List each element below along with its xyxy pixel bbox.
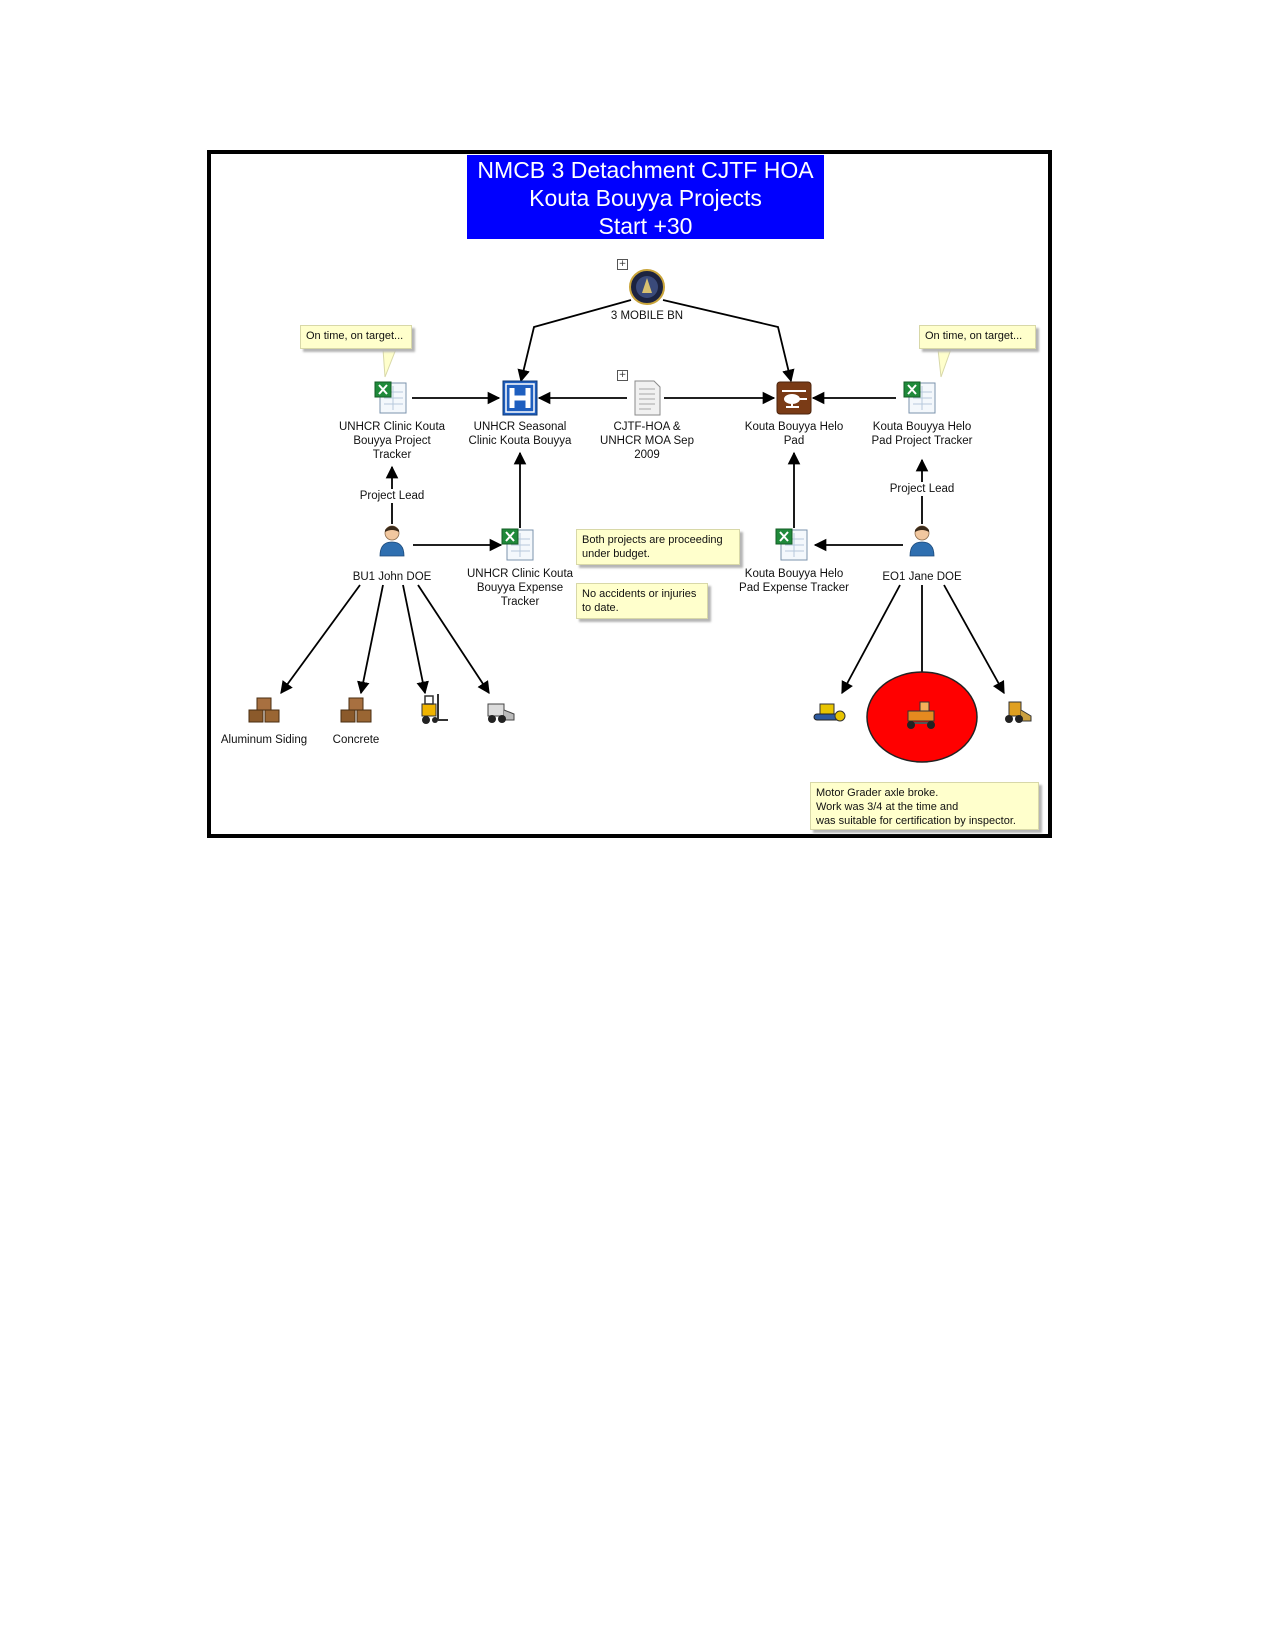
title-line-2: Kouta Bouyya Projects (529, 185, 762, 211)
edge-john-to-skidsteer (417, 584, 490, 695)
edge-bn-to-helo (662, 299, 795, 383)
jane-person-icon (909, 525, 935, 557)
helicopter-icon (776, 381, 812, 415)
callout-right: On time, on target... (919, 325, 1036, 349)
note-safety: No accidents or injuries to date. (576, 583, 708, 619)
label-line: Kouta Bouyya Helo (744, 568, 844, 580)
label-line: Pad Project Tracker (871, 435, 973, 447)
node-label-aluminum: Aluminum Siding (220, 734, 308, 746)
callout-tail-left (382, 348, 397, 378)
expand-toggle-bn[interactable]: + (617, 259, 628, 270)
label-line: CJTF-HOA & (613, 421, 681, 433)
diagram-title: NMCB 3 Detachment CJTF HOA Kouta Bouyya … (467, 155, 824, 239)
label-line: Kouta Bouyya Helo (744, 421, 844, 433)
node-label-helo-tracker: Kouta Bouyya Helo Pad Project Tracker (872, 420, 973, 448)
hospital-icon (502, 380, 538, 416)
edge-jane-to-loader (943, 584, 1005, 695)
node-label-clinic-tracker: UNHCR Clinic Kouta Bouyya Project Tracke… (339, 420, 445, 462)
label-line: Pad (783, 435, 805, 447)
node-label-helo-pad: Kouta Bouyya Helo Pad (745, 420, 843, 448)
edge-john-to-forklift (402, 584, 429, 695)
label-line: UNHCR MOA Sep (600, 435, 694, 447)
loader-icon (1005, 701, 1032, 723)
edge-john-to-aluminum (280, 584, 361, 695)
unit-seal-icon (629, 269, 665, 305)
note-line: under budget. (582, 548, 650, 560)
note-grader: Motor Grader axle broke. Work was 3/4 at… (810, 782, 1039, 830)
label-line: Tracker (372, 449, 412, 461)
note-line: was suitable for certification by inspec… (816, 815, 1016, 827)
label-line: Kouta Bouyya Helo (872, 421, 972, 433)
helo-tracker-icon (903, 381, 936, 414)
edge-john-to-concrete (357, 584, 384, 695)
label-line: UNHCR Clinic Kouta (338, 421, 446, 433)
aluminum-boxes-icon (248, 697, 280, 723)
note-budget: Both projects are proceeding under budge… (576, 529, 740, 565)
node-label-clinic: UNHCR Seasonal Clinic Kouta Bouyya (469, 420, 572, 448)
helo-expense-icon (775, 528, 808, 561)
label-line: UNHCR Seasonal (473, 421, 567, 433)
roller-icon (813, 703, 846, 722)
clinic-expense-icon (501, 528, 534, 561)
document-icon (634, 380, 661, 416)
node-label-jane: EO1 Jane DOE (882, 571, 962, 583)
john-person-icon (379, 525, 405, 557)
note-line: to date. (582, 602, 619, 614)
note-line: Work was 3/4 at the time and (816, 801, 959, 813)
skid-steer-icon (487, 703, 515, 723)
node-label-mobile-bn: 3 MOBILE BN (610, 310, 684, 322)
connectors (280, 299, 1005, 695)
edge-jane-to-roller (841, 584, 901, 695)
title-line-3: Start +30 (598, 213, 693, 239)
motor-grader-icon (907, 701, 935, 729)
clinic-tracker-icon (374, 381, 407, 414)
title-line-1: NMCB 3 Detachment CJTF HOA (477, 157, 814, 183)
label-line: Bouyya Expense (476, 582, 564, 594)
label-line: Tracker (500, 596, 540, 608)
forklift-icon (421, 694, 448, 724)
node-label-concrete: Concrete (332, 734, 380, 746)
edge-label-left-project-lead: Project Lead (357, 489, 427, 503)
note-line: Motor Grader axle broke. (816, 787, 939, 799)
label-line: UNHCR Clinic Kouta (466, 568, 574, 580)
callout-left: On time, on target... (300, 325, 412, 349)
node-label-helo-expense: Kouta Bouyya Helo Pad Expense Tracker (739, 567, 849, 595)
node-label-moa: CJTF-HOA & UNHCR MOA Sep 2009 (600, 420, 694, 462)
edge-label-right-project-lead: Project Lead (887, 482, 957, 496)
callout-tail-right (937, 348, 952, 378)
label-line: 2009 (634, 449, 660, 461)
label-line: Bouyya Project (353, 435, 431, 447)
node-label-clinic-expense: UNHCR Clinic Kouta Bouyya Expense Tracke… (467, 567, 573, 609)
node-label-john: BU1 John DOE (352, 571, 432, 583)
edge-bn-to-clinic (517, 299, 632, 383)
label-line: Clinic Kouta Bouyya (468, 435, 572, 447)
expand-toggle-moa[interactable]: + (617, 370, 628, 381)
concrete-boxes-icon (340, 697, 372, 723)
note-line: Both projects are proceeding (582, 534, 723, 546)
label-line: Pad Expense Tracker (739, 582, 849, 594)
note-line: No accidents or injuries (582, 588, 697, 600)
